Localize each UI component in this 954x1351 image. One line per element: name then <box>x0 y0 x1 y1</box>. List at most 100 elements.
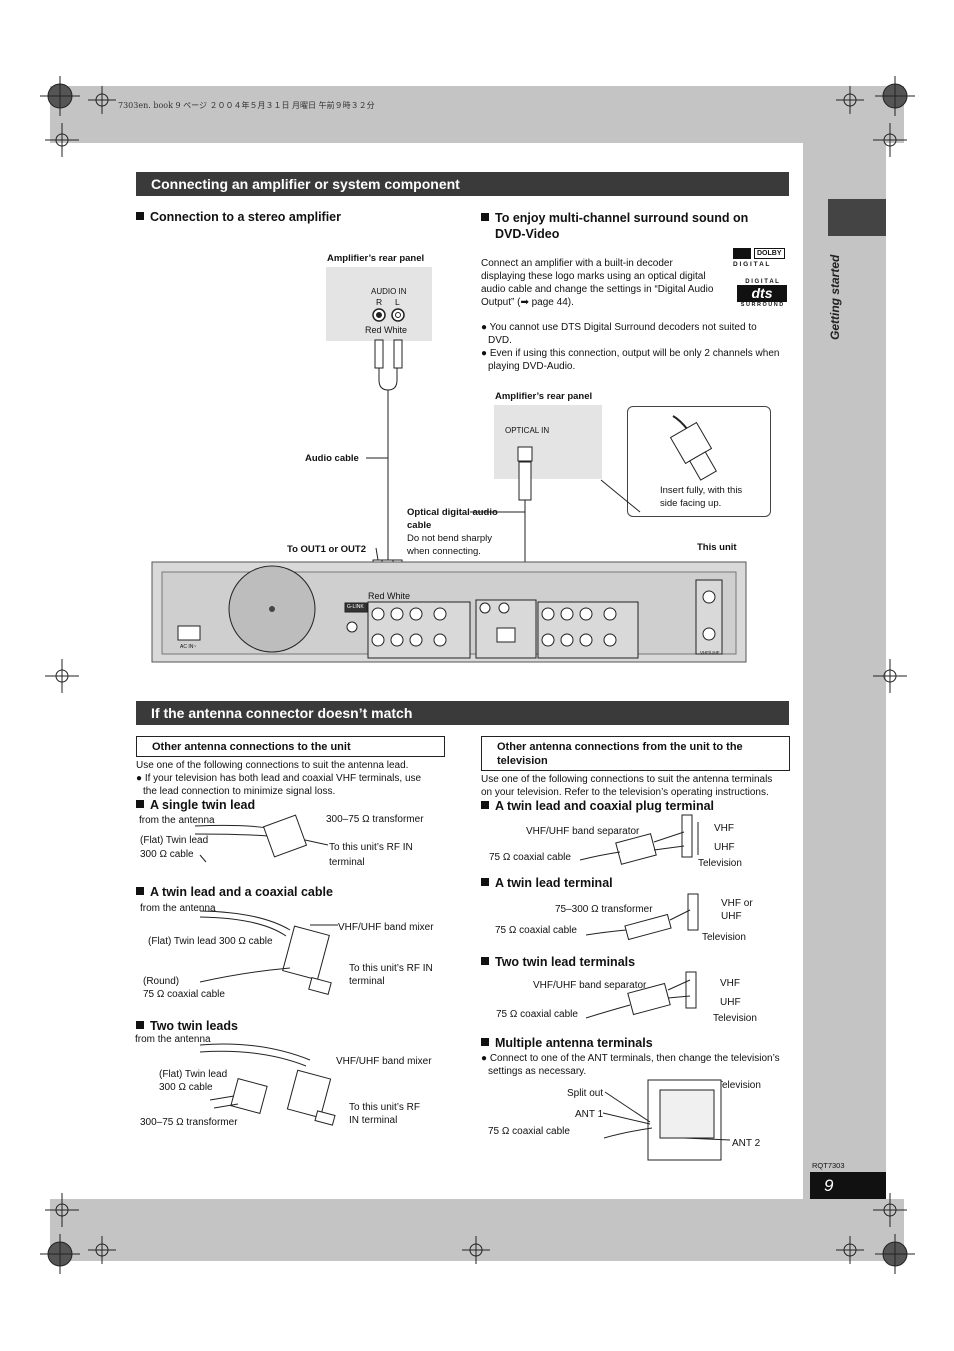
ac-in-label: AC IN~ <box>180 644 197 650</box>
label-uhf-2: UHF <box>721 911 742 922</box>
square-bullet-icon <box>136 1021 144 1029</box>
label-to-rf-3: To this unit’s RF <box>349 1102 420 1113</box>
square-bullet-icon <box>481 213 489 221</box>
label-tv-4: Television <box>717 1080 761 1091</box>
heading-twin-coax-plug: A twin lead and coaxial plug terminal <box>481 799 714 813</box>
square-bullet-icon <box>481 878 489 886</box>
dts-logo: D I G I T A L dts S U R R O U N D <box>737 279 787 317</box>
amp-rear-panel-right <box>494 405 602 479</box>
section-tab <box>828 199 886 236</box>
para-line: displaying these logo marks using an opt… <box>481 271 706 282</box>
amp-panel-label-right: Amplifier’s rear panel <box>495 391 593 402</box>
heading-twin-coax: A twin lead and a coaxial cable <box>136 885 333 899</box>
surround-paragraph: Connect an amplifier with a built-in dec… <box>481 257 731 309</box>
para-line: audio cable and change the settings in “… <box>481 284 714 295</box>
label-terminal-3: IN terminal <box>349 1115 398 1126</box>
left-intro: Use one of the following connections to … <box>136 760 409 771</box>
page-body <box>65 143 803 1199</box>
dts-word: dts <box>737 285 787 302</box>
g-link-label: G-LINK <box>347 604 364 610</box>
label-300-cable-3: 300 Ω cable <box>159 1082 213 1093</box>
label-twin-lead-2: (Flat) Twin lead 300 Ω cable <box>148 936 273 947</box>
red-white-label-bottom: Red White <box>368 591 411 601</box>
audio-r-label: R <box>376 297 383 307</box>
label-vhf-3: VHF <box>720 978 740 989</box>
left-bullet: ● If your television has both lead and c… <box>136 773 422 797</box>
heading-surround-line2: DVD-Video <box>495 227 560 241</box>
dolby-word: DOLBY <box>754 248 785 259</box>
label-terminal-1: terminal <box>329 857 365 868</box>
label-twin-lead-3: (Flat) Twin lead <box>159 1069 228 1080</box>
optical-in-label: OPTICAL IN <box>505 426 550 435</box>
print-header: 7303en. book 9 ページ ２００４年５月３１日 月曜日 午前９時３２… <box>118 101 375 110</box>
optical-cable-label: Optical digital audio cable Do not bend … <box>407 507 498 557</box>
label-ant1: ANT 1 <box>575 1109 604 1120</box>
label-tv-2: Television <box>702 932 746 943</box>
square-bullet-icon <box>481 801 489 809</box>
label-separator-1: VHF/UHF band separator <box>526 826 640 837</box>
vhf-uhf-unit-label: VHF/UHF <box>700 650 720 655</box>
section-title-antenna: If the antenna connector doesn’t match <box>136 701 789 725</box>
page-number-box: 9 <box>810 1172 886 1199</box>
bottom-margin-band <box>50 1199 904 1261</box>
red-white-label-top: Red White <box>365 325 408 335</box>
label-coax-2: 75 Ω coaxial cable <box>143 989 225 1000</box>
label-twin-lead-1: (Flat) Twin lead <box>140 835 209 846</box>
amp-panel-label-left: Amplifier’s rear panel <box>327 253 425 264</box>
multi-bullet: ● Connect to one of the ANT terminals, t… <box>481 1053 780 1077</box>
para-line: Connect an amplifier with a built-in dec… <box>481 258 673 269</box>
square-bullet-icon <box>481 1038 489 1046</box>
square-bullet-icon <box>481 957 489 965</box>
label-coax-r1: 75 Ω coaxial cable <box>489 852 571 863</box>
right-intro: Use one of the following connections to … <box>481 774 773 798</box>
heading-surround: To enjoy multi-channel surround sound on… <box>481 210 781 242</box>
heading-multiple-antenna: Multiple antenna terminals <box>481 1036 653 1050</box>
audio-in-label: AUDIO IN <box>371 287 407 296</box>
para-line: Output” (➡ page 44). <box>481 297 574 308</box>
surround-bullets: ● You cannot use DTS Digital Surround de… <box>481 321 791 373</box>
label-300-cable-1: 300 Ω cable <box>140 849 194 860</box>
audio-cable-label: Audio cable <box>305 453 359 464</box>
box-unit-to-tv: Other antenna connections from the unit … <box>481 736 790 771</box>
label-uhf-1: UHF <box>714 842 735 853</box>
page-number: 9 <box>824 1176 834 1195</box>
top-margin-band <box>50 86 904 143</box>
label-tv-3: Television <box>713 1013 757 1024</box>
this-unit-label: This unit <box>697 542 737 553</box>
label-round: (Round) <box>143 976 180 987</box>
amplifier-connection-diagram <box>151 308 747 663</box>
label-mixer-3: VHF/UHF band mixer <box>336 1056 432 1067</box>
heading-surround-line1: To enjoy multi-channel surround sound on <box>495 211 749 225</box>
bullet-item-cont: DVD. <box>488 335 512 346</box>
label-to-rf-1: To this unit’s RF IN <box>329 842 413 853</box>
heading-stereo-amplifier: Connection to a stereo amplifier <box>136 210 341 224</box>
label-from-antenna-2: from the antenna <box>140 903 216 914</box>
bullet-item-cont: playing DVD-Audio. <box>488 361 576 372</box>
optical-plug-detail <box>627 406 771 517</box>
section-title-amplifier: Connecting an amplifier or system compon… <box>136 172 789 196</box>
box-antenna-to-unit: Other antenna connections to the unit <box>136 736 445 757</box>
label-terminal-2: terminal <box>349 976 385 987</box>
square-bullet-icon <box>136 887 144 895</box>
doc-code: RQT7303 <box>812 1161 845 1170</box>
heading-stereo-text: Connection to a stereo amplifier <box>150 210 342 224</box>
label-tv-1: Television <box>698 858 742 869</box>
dolby-digital-logo: DOLBY D I G I T A L <box>733 248 789 270</box>
label-coax-r3: 75 Ω coaxial cable <box>496 1009 578 1020</box>
label-transformer-r2: 75–300 Ω transformer <box>555 904 653 915</box>
label-coax-r2: 75 Ω coaxial cable <box>495 925 577 936</box>
label-vhf-1: VHF <box>714 823 734 834</box>
label-from-antenna-3: from the antenna <box>135 1034 211 1045</box>
label-split-out: Split out <box>567 1088 604 1099</box>
label-to-rf-2: To this unit’s RF IN <box>349 963 433 974</box>
dts-digital-word: D I G I T A L <box>745 279 779 285</box>
square-bullet-icon <box>136 212 144 220</box>
label-coax-r4: 75 Ω coaxial cable <box>488 1126 570 1137</box>
to-out-label: To OUT1 or OUT2 <box>287 544 366 555</box>
dolby-dd-icon <box>733 248 751 259</box>
label-transformer-1: 300–75 Ω transformer <box>326 814 424 825</box>
audio-l-label: L <box>395 297 400 307</box>
label-vhf-or: VHF or <box>721 898 753 909</box>
